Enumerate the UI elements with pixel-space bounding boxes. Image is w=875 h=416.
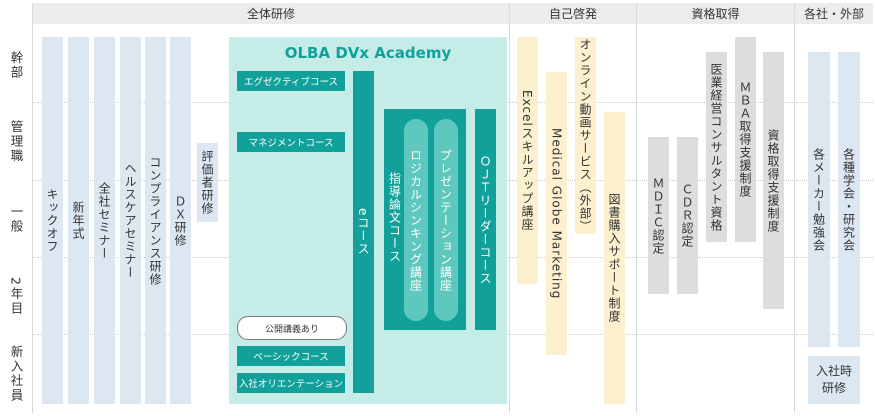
program-company-seminar: 全社セミナー <box>94 37 115 404</box>
academy-title: OLBA DVx Academy <box>284 44 452 62</box>
column-divider <box>794 3 795 413</box>
mdic-certification: ＭＤＩＣ認定 <box>648 137 669 294</box>
excel-course: Excelスキルアップ講座 <box>517 37 538 284</box>
course-presentation: プレゼンテーション講座 <box>434 119 458 321</box>
column-divider <box>509 3 510 413</box>
book-purchase-support: 図書購入サポート制度 <box>604 112 625 404</box>
course-logical-thinking: ロジカルシンキング講座 <box>404 119 428 321</box>
public-lecture-bubble: 公開講義あり <box>237 316 347 340</box>
header-qualification: 資格取得 <box>637 3 794 24</box>
medical-globe-marketing: Medical Globe Marketing <box>546 72 567 355</box>
academic-societies: 各種学会・研究会 <box>838 52 860 347</box>
program-dx: ＤＸ研修 <box>170 37 191 404</box>
course-guidance-thesis: 指導論文コース <box>387 171 402 263</box>
header-company-training: 全体研修 <box>33 3 509 24</box>
maker-study-sessions: 各メーカー勉強会 <box>808 52 830 347</box>
program-kickoff: キックオフ <box>42 37 63 404</box>
program-healthcare-seminar: ヘルスケアセミナー <box>120 37 141 404</box>
course-ojt-leader: ＯＪＴリーダーコース <box>475 109 496 330</box>
column-divider <box>32 3 33 413</box>
program-new-year: 新年式 <box>68 37 89 404</box>
course-e: eコース <box>353 71 374 393</box>
row-label-new-hire: 新入社員 <box>8 345 24 403</box>
course-basic: ベーシックコース <box>237 346 345 366</box>
row-label-general: 一般 <box>8 205 24 234</box>
course-orientation: 入社オリエンテーション <box>237 373 345 393</box>
medical-consultant-qualification: 医業経営コンサルタント資格 <box>706 52 727 242</box>
course-executive: エグゼクティブコース <box>237 71 345 91</box>
program-evaluator: 評価者研修 <box>197 143 218 222</box>
column-divider <box>636 3 637 413</box>
course-management: マネジメントコース <box>237 132 345 152</box>
mba-support: ＭＢＡ取得支援制度 <box>735 37 756 242</box>
header-external: 各社・外部 <box>795 3 873 24</box>
row-label-second-year: 2年目 <box>8 277 24 316</box>
row-label-executive: 幹部 <box>8 50 24 80</box>
row-label-manager: 管理職 <box>8 120 24 164</box>
header-self-development: 自己啓発 <box>510 3 636 24</box>
cdr-certification: ＣＤＲ認定 <box>677 137 698 294</box>
online-video-service: オンライン動画サービス（外部） <box>575 37 596 234</box>
qualification-support: 資格取得支援制度 <box>763 52 784 309</box>
program-compliance: コンプライアンス研修 <box>145 37 166 404</box>
new-hire-training: 入社時研修 <box>808 356 860 404</box>
new-hire-training-label: 入社時研修 <box>815 364 852 395</box>
